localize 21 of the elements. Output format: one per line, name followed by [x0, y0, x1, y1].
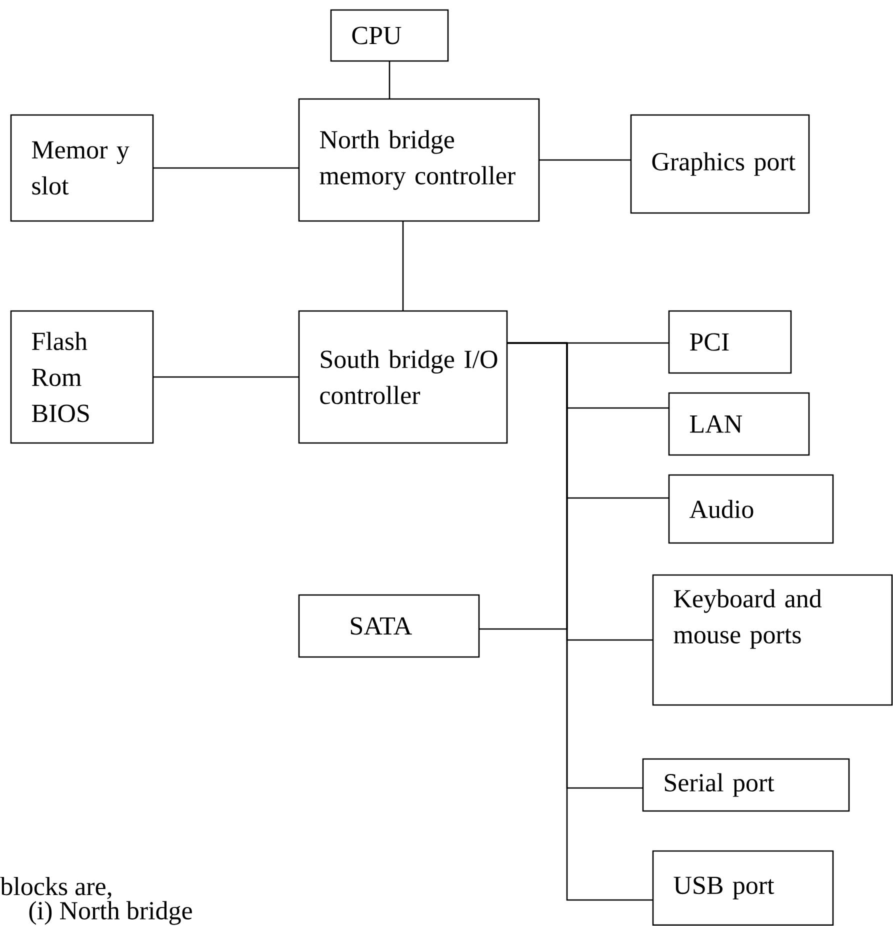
- block-box: USB port: [652, 850, 834, 926]
- block-box: SATA: [298, 594, 480, 658]
- block-box: South bridge I/O controller: [298, 310, 508, 444]
- block-box: Flash Rom BIOS: [10, 310, 154, 444]
- block-box: Graphics port: [630, 114, 810, 214]
- block-box: PCI: [668, 310, 792, 374]
- connector-line: [153, 376, 299, 378]
- block-box: North bridge memory controller: [298, 98, 540, 222]
- block-box: LAN: [668, 392, 810, 456]
- block-box: Serial port: [642, 758, 850, 812]
- connector-line: [388, 61, 390, 99]
- block-box: Memor y slot: [10, 114, 154, 222]
- note-text: (i) North bridge: [29, 901, 192, 925]
- note-text: blocks are,: [0, 877, 112, 900]
- block-box: Keyboard and mouse ports: [652, 574, 893, 706]
- connector-line: [402, 221, 404, 311]
- connector-line: [153, 167, 299, 169]
- block-box: Audio: [668, 474, 834, 544]
- connector-line: [507, 342, 653, 901]
- connector-line: [539, 159, 631, 161]
- block-box: CPU: [330, 9, 449, 62]
